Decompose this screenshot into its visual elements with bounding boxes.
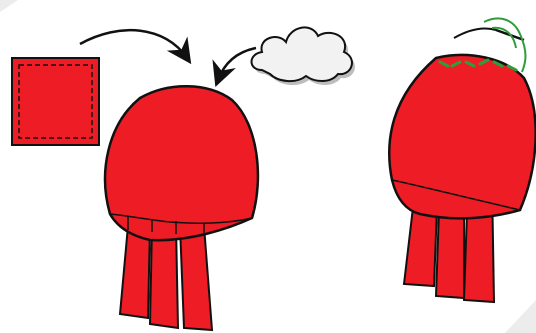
open-stuffed-sack bbox=[105, 86, 258, 330]
page-corner-bottom-right bbox=[505, 300, 536, 333]
sewn-stuffed-sack bbox=[389, 18, 535, 302]
square-patch bbox=[12, 58, 99, 145]
page-corner-top-left bbox=[0, 0, 18, 12]
arrow-patch-to-bag bbox=[80, 30, 187, 58]
cloud-stuffing-icon bbox=[252, 27, 355, 85]
arrow-cloud-to-bag bbox=[218, 48, 256, 80]
